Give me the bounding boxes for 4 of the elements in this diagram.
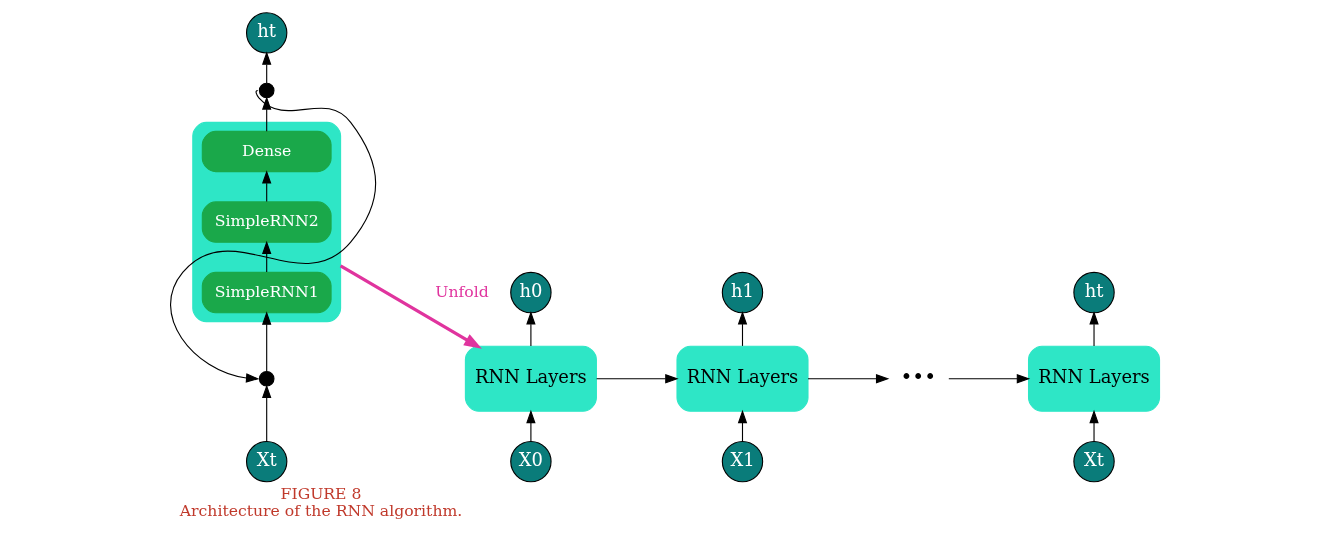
node-text: ••• (900, 364, 937, 389)
diagram-title: FIGURE 8 (280, 483, 362, 503)
edge-label: Unfold (435, 281, 489, 301)
caption: Architecture of the RNN algorithm. (179, 500, 463, 520)
